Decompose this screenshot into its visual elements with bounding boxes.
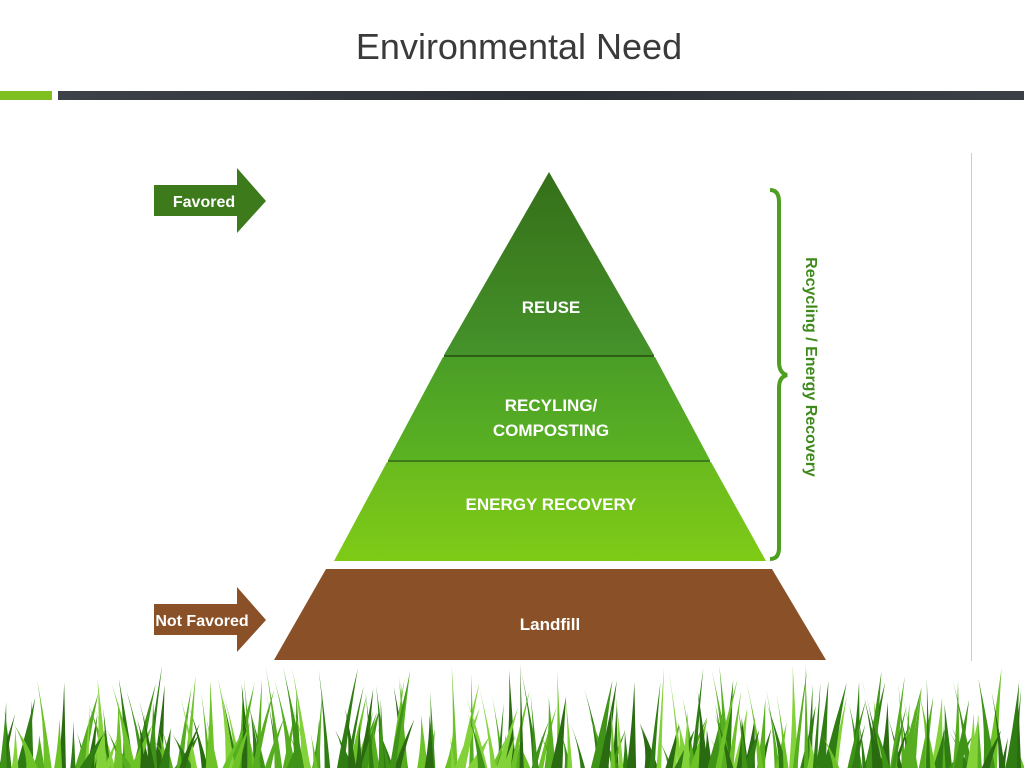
pyramid-tier-landfill: Landfill (274, 569, 826, 660)
pyramid-tier-reuse: REUSE (444, 172, 654, 355)
tier-label-energy-recovery: ENERGY RECOVERY (466, 495, 638, 514)
title-accent-green-bar (0, 91, 52, 100)
favored-arrow-label: Favored (173, 194, 235, 211)
pyramid-tier-energy-recovery: ENERGY RECOVERY (334, 462, 766, 561)
tier-label-composting-line2: COMPOSTING (493, 421, 609, 440)
right-divider-line (971, 153, 972, 661)
grass-decoration (0, 663, 1024, 768)
tier-label-recycling-line1: RECYLING/ (505, 396, 598, 415)
pyramid-tier-recycling-composting: RECYLING/ COMPOSTING (388, 357, 710, 460)
slide-title: Environmental Need (355, 26, 683, 67)
bracket-label: Recycling / Energy Recovery (802, 257, 819, 477)
not-favored-arrow-label: Not Favored (155, 613, 248, 630)
favored-arrow: Favored (154, 168, 266, 233)
tier-label-reuse: REUSE (522, 298, 581, 317)
recycling-energy-bracket: Recycling / Energy Recovery (769, 188, 819, 561)
tier-label-landfill: Landfill (520, 615, 580, 634)
title-accent-dark-bar (58, 91, 1024, 100)
not-favored-arrow: Not Favored (154, 587, 266, 652)
